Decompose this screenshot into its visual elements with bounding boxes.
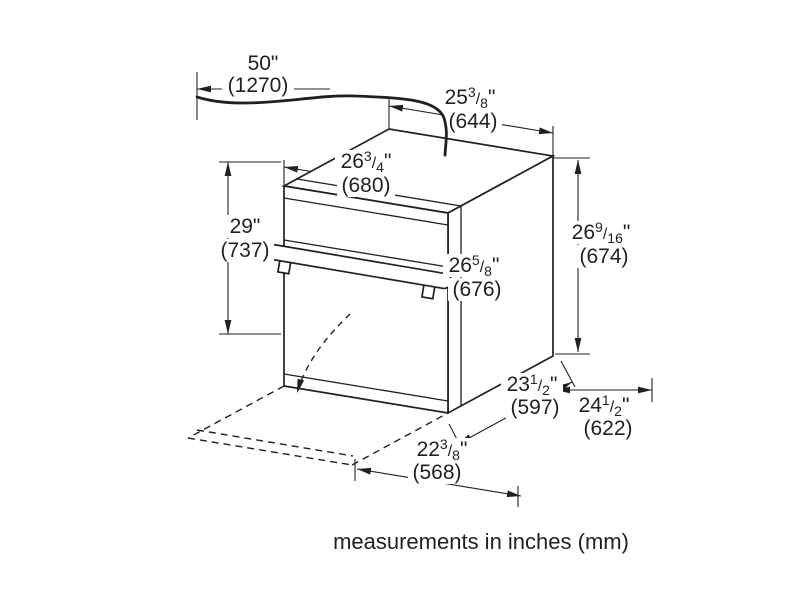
open-door-right-edge bbox=[351, 412, 449, 466]
front-top-trim-line bbox=[283, 197, 449, 226]
dim-height-overall-mm: (737) bbox=[220, 239, 269, 262]
dim-door-width-inches: 223/8" bbox=[417, 436, 468, 463]
oven-front-face bbox=[283, 184, 449, 415]
dim-depth-body-inches: 231/2" bbox=[507, 371, 558, 398]
door-swing-arrow bbox=[296, 313, 351, 394]
dim-depth-body-mm: (597) bbox=[510, 396, 559, 419]
front-bottom-trim-line bbox=[283, 373, 449, 402]
caption: measurements in inches (mm) bbox=[333, 529, 629, 554]
dim-handle-width-inches: 265/8" bbox=[449, 252, 500, 279]
dim-front-width-inches: 263/4" bbox=[341, 148, 392, 175]
labels: 50" (1270) 253/8" (644) 263/4" (680) 29"… bbox=[220, 52, 632, 554]
open-door-outline bbox=[187, 385, 449, 466]
dim-cord-mm: (1270) bbox=[228, 74, 289, 97]
dim-depth-overall-inches: 241/2" bbox=[579, 392, 630, 419]
open-door-inner-edge bbox=[196, 429, 354, 457]
dim-height-side-mm: (674) bbox=[579, 245, 628, 268]
dim-door-width-mm: (568) bbox=[412, 461, 461, 484]
dim-front-width-mm: (680) bbox=[341, 174, 390, 197]
dim-height-overall-inches: 29" bbox=[230, 215, 261, 238]
label-backgrounds bbox=[216, 52, 637, 484]
dim-height-side-inches: 269/16" bbox=[572, 219, 631, 246]
oven-drawing bbox=[187, 128, 556, 466]
power-cord bbox=[195, 94, 448, 157]
dim-handle-width-mm: (676) bbox=[452, 278, 501, 301]
open-door-left-edge bbox=[187, 385, 285, 439]
dim-depth-overall-mm: (622) bbox=[583, 417, 632, 440]
dim-cord-inches: 50" bbox=[248, 52, 279, 75]
open-door-front-edge bbox=[187, 437, 353, 466]
ext-line-depth-body-back bbox=[560, 360, 576, 388]
control-panel-line bbox=[283, 239, 449, 268]
dim-top-width-inches: 253/8" bbox=[445, 84, 496, 111]
dim-top-width-mm: (644) bbox=[448, 110, 497, 133]
